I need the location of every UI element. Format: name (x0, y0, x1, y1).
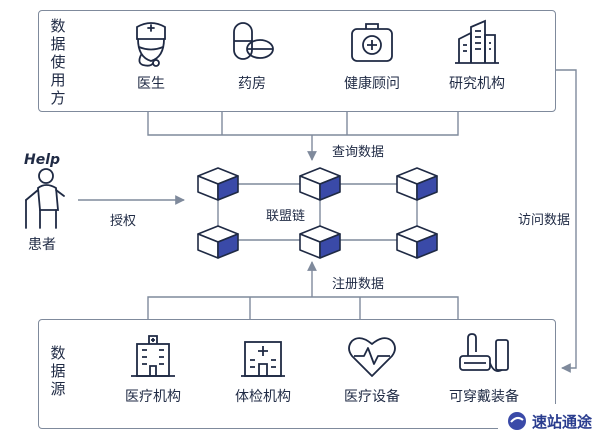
clinic-icon (241, 341, 285, 377)
patient-label: 患者 (28, 237, 56, 253)
hospital-icon (131, 335, 175, 377)
chain-node-cube (396, 225, 438, 259)
help-text: Help (24, 152, 61, 168)
chain-node-cube (299, 167, 341, 201)
source-physical-exam-center: 体检机构 (213, 330, 313, 406)
chain-nodes (197, 167, 438, 259)
doctor-icon (136, 22, 166, 67)
elderly-patient-icon (25, 168, 65, 229)
consumer-research-institute: 研究机构 (427, 17, 527, 93)
query-bracket-line (147, 110, 459, 136)
data-sources-panel: 数据源 医疗机构 体检机构 (38, 319, 556, 429)
authorize-label: 授权 (110, 214, 137, 229)
register-data-label: 注册数据 (332, 277, 385, 292)
consumer-doctor-label: 医生 (137, 76, 165, 92)
chain-links-horizontal (220, 183, 400, 241)
access-data-label: 访问数据 (518, 213, 571, 228)
register-bracket-line (147, 296, 459, 319)
source-physical-exam-center-label: 体检机构 (235, 389, 291, 405)
first-aid-kit-icon (351, 23, 393, 62)
consumer-health-advisor: 健康顾问 (322, 17, 422, 93)
query-bracket-branches (221, 110, 348, 135)
watermark-logo-icon (508, 412, 526, 430)
chain-node-cube (197, 225, 239, 259)
source-wearable-device-label: 可穿戴装备 (449, 389, 519, 405)
office-building-icon (455, 19, 499, 64)
source-wearable-device: 可穿戴装备 (434, 330, 534, 406)
chain-node-cube (299, 225, 341, 259)
consumer-research-institute-label: 研究机构 (449, 76, 505, 92)
data-sources-title: 数据源 (50, 344, 66, 398)
consumer-pharmacy-label: 药房 (238, 76, 266, 92)
consortium-chain-label: 联盟链 (266, 209, 306, 224)
consumer-doctor: 医生 (101, 17, 201, 93)
source-medical-equipment: 医疗设备 (322, 330, 422, 406)
source-medical-equipment-label: 医疗设备 (344, 389, 400, 405)
source-medical-institution-label: 医疗机构 (125, 389, 181, 405)
watermark: 速站通途 (498, 404, 600, 438)
data-consumers-panel: 数据使用方 医生 药房 (38, 10, 556, 112)
chain-links-vertical (217, 200, 418, 226)
query-data-label: 查询数据 (332, 145, 385, 160)
pills-icon (233, 22, 274, 60)
chain-node-cube (396, 167, 438, 201)
access-arrow (554, 69, 577, 373)
consumer-health-advisor-label: 健康顾问 (344, 76, 400, 92)
heartbeat-monitor-icon (348, 337, 396, 377)
watermark-text: 速站通途 (532, 413, 593, 431)
source-medical-institution: 医疗机构 (103, 330, 203, 406)
wearable-device-icon (459, 333, 509, 372)
register-bracket-branches (249, 297, 361, 319)
consumer-pharmacy: 药房 (202, 17, 302, 93)
chain-node-cube (197, 167, 239, 201)
data-consumers-title: 数据使用方 (50, 17, 66, 107)
